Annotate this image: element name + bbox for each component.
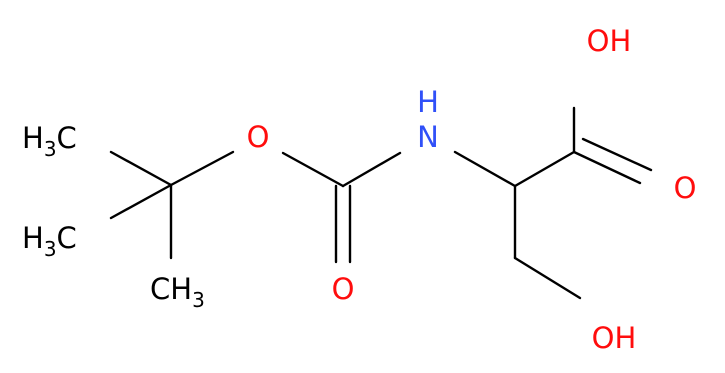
- atom-ester-oxygen: O: [247, 120, 270, 154]
- atom-methyl-mid: H3C: [22, 221, 77, 261]
- bond-nitrogen-alpha-carbon: [453, 150, 517, 188]
- atom-methyl-bottom: CH3: [150, 272, 205, 312]
- bond-methylene-hydroxyl: [513, 256, 582, 300]
- atom-carbonyl-oxygen: O: [332, 272, 355, 306]
- bond-methyl-top: [109, 150, 173, 187]
- bond-quaternary-carbon-oxygen: [169, 150, 235, 187]
- atom-amide-nitrogen: N: [417, 120, 439, 154]
- bond-oxygen-carbonyl-carbon: [281, 151, 345, 188]
- atom-amide-hydrogen: H: [417, 85, 439, 119]
- atom-methyl-top: H3C: [22, 121, 77, 161]
- atom-acid-oxygen: O: [674, 171, 697, 205]
- atom-side-hydroxyl: OH: [592, 321, 637, 355]
- bond-alpha-acid-carbon: [513, 150, 576, 188]
- bond-acid-double-b: [581, 137, 653, 172]
- bond-carbonyl-nitrogen: [341, 151, 402, 188]
- bonds: [109, 106, 653, 300]
- bond-methyl-mid: [109, 183, 173, 220]
- atom-labels: H3C H3C CH3 O O H N OH O OH: [22, 24, 696, 355]
- atom-acid-hydroxyl: OH: [587, 24, 632, 58]
- bond-acid-double-a: [572, 150, 642, 185]
